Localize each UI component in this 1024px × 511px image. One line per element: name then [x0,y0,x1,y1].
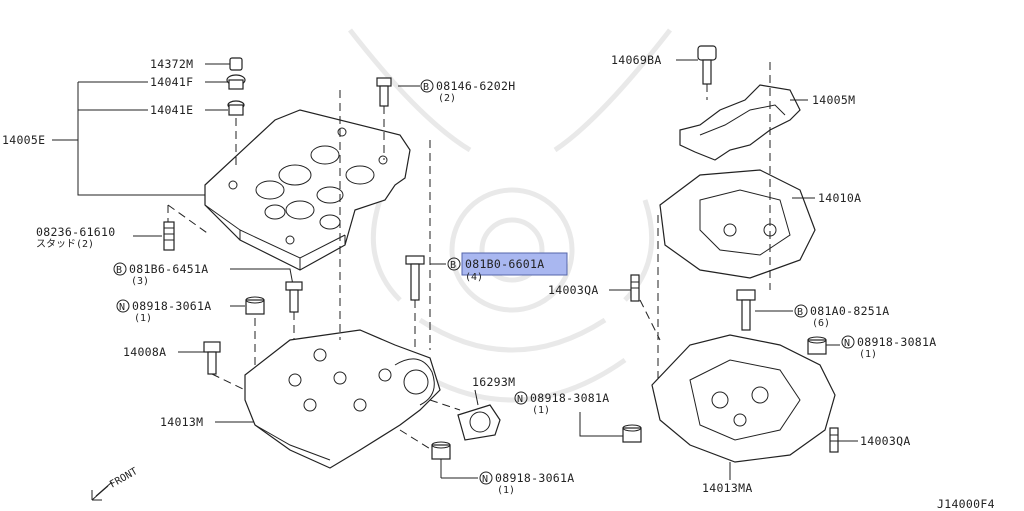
label-08918-3061A-bottom[interactable]: 08918-3061A [495,471,574,485]
nut-prefix-icon: N [844,338,850,349]
qty-081A0: (6) [812,318,830,329]
label-16293M[interactable]: 16293M [472,375,515,389]
bolt-prefix-icon: B [450,260,456,271]
label-081B6-6451A[interactable]: 081B6-6451A [129,262,208,276]
qty-08918-left: (1) [134,313,152,324]
label-081A0-8251A[interactable]: 081A0-8251A [810,304,889,318]
label-14041F[interactable]: 14041F [150,75,193,89]
bolt-081B0-6601A[interactable] [405,255,425,301]
bolt-081B6-6451A[interactable] [285,281,303,313]
nut-prefix-icon: N [119,302,125,313]
gasket-14005M[interactable] [679,84,801,161]
cap-14372M[interactable] [229,57,243,71]
bolt-prefix-icon: B [423,82,429,93]
label-081B0-6601A[interactable]: 081B0-6601A [465,257,544,271]
qty-081B6: (3) [131,276,149,287]
intake-manifold-14013M[interactable] [244,329,441,469]
front-arrow-icon [91,481,113,501]
nut-prefix-icon: N [482,474,488,485]
bolt-08146-6202H[interactable] [376,77,392,107]
diagram-code: J14000F4 [937,497,995,511]
nut-08918-3061A-left[interactable] [245,296,265,315]
bolt-14069BA[interactable] [697,45,717,85]
qty-08918-bottom: (1) [497,485,515,496]
front-label: FRONT [108,466,140,491]
label-14005E[interactable]: 14005E [2,133,45,147]
qty-081B0: (4) [465,272,483,283]
label-14003QA-left[interactable]: 14003QA [548,283,599,297]
label-08918-3081A-middle[interactable]: 08918-3081A [530,391,609,405]
leader-lines-left [52,63,446,423]
grommet-14041E[interactable] [227,100,245,116]
bolt-14008A[interactable] [203,341,221,375]
bolt-prefix-icon: B [116,265,122,276]
highlight-box [461,252,568,276]
label-08918-3081A-right[interactable]: 08918-3081A [857,335,936,349]
engine-cover-14005E[interactable] [204,109,411,271]
qty-08146: (2) [438,93,456,104]
label-14372M[interactable]: 14372M [150,57,193,71]
stud-08236-61610[interactable] [163,221,175,251]
bolt-081A0-8251A[interactable] [736,289,756,331]
bolt-prefix-icon: B [797,307,803,318]
label-14010A[interactable]: 14010A [818,191,861,205]
label-14013M[interactable]: 14013M [160,415,203,429]
nut-08918-3081A-right[interactable] [807,336,827,355]
label-08918-3061A-left[interactable]: 08918-3061A [132,299,211,313]
label-08236-61610[interactable]: 08236-61610 [36,225,115,239]
grommet-14041F[interactable] [226,74,246,90]
gasket-16293M[interactable] [457,404,501,441]
qty-08918-middle: (1) [532,405,550,416]
label-14041E[interactable]: 14041E [150,103,193,117]
nut-prefix-icon: N [517,394,523,405]
sublabel-stud: スタッド(2) [36,238,94,250]
stud-14003QA-left[interactable] [630,274,640,302]
qty-08918-right: (1) [859,349,877,360]
label-14013MA[interactable]: 14013MA [702,481,753,495]
plate-14013MA[interactable] [651,334,836,463]
nut-08918-3081A-middle[interactable] [622,424,642,443]
stud-14003QA-right[interactable] [829,427,839,453]
label-14003QA-right[interactable]: 14003QA [860,434,911,448]
nut-08918-3061A-bottom[interactable] [431,441,451,460]
label-08146-6202H[interactable]: 08146-6202H [436,79,515,93]
label-14008A[interactable]: 14008A [123,345,166,359]
plate-14010A[interactable] [659,169,816,279]
label-14005M[interactable]: 14005M [812,93,855,107]
label-14069BA[interactable]: 14069BA [611,53,662,67]
